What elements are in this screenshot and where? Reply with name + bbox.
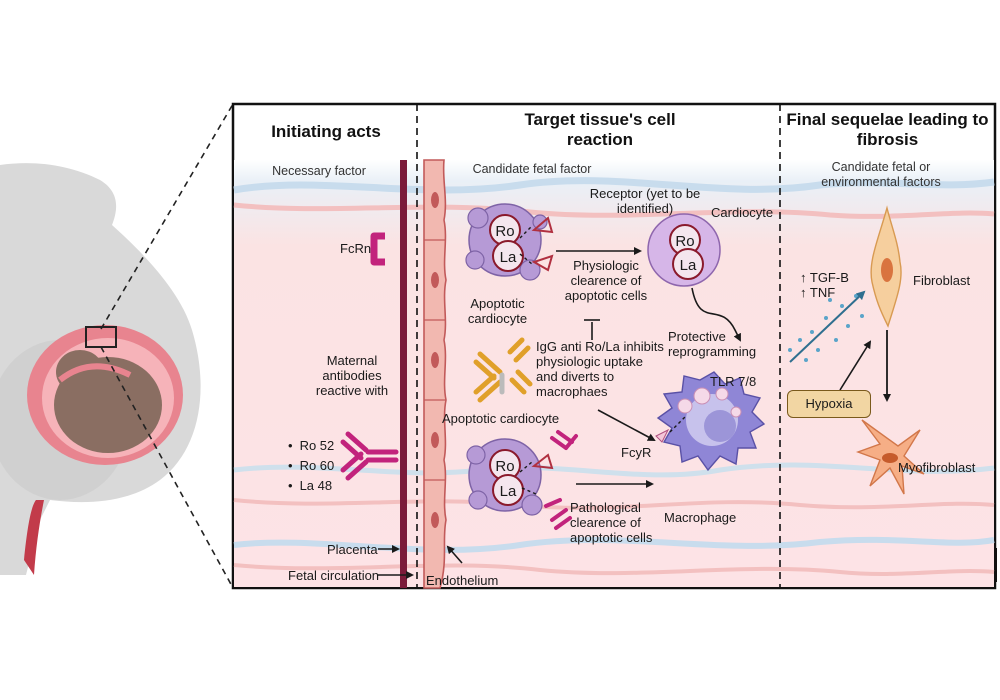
bound-antibodies-icon [544, 430, 578, 530]
label-tgf: ↑ TGF-B [800, 270, 849, 285]
ro-label-cardiocyte: Ro [675, 233, 694, 250]
ro-label-top: Ro [495, 223, 514, 240]
antigen-list: Ro 52 Ro 60 La 48 [288, 436, 335, 496]
ro-dashed-arrow-mid [519, 461, 533, 473]
placenta-bar [400, 160, 407, 588]
la-label-mid: La [500, 483, 517, 500]
label-fcrn: FcRn [340, 241, 372, 256]
label-fetal-circulation: Fetal circulation [288, 568, 380, 583]
fcyr-receptor-icon [655, 428, 670, 443]
antigen-item: Ro 60 [288, 456, 335, 476]
macrophage-cell [656, 371, 766, 472]
label-fcyr: FcyR [621, 445, 652, 460]
zoom-line-bottom [100, 346, 234, 589]
antigen-item: Ro 52 [288, 436, 335, 456]
igg-to-macrophage-arrow [597, 409, 656, 441]
protective-reprogramming-arrow [691, 287, 741, 342]
endothelium-arrow [446, 545, 463, 564]
label-maternal-antibodies: Maternal antibodies reactive with [315, 353, 389, 398]
header-target-tissue: Target tissue's cell reaction [524, 110, 676, 149]
label-pathological-clearence: Pathological clearence of apoptotic cell… [570, 500, 653, 545]
header-final-sequelae: Final sequelae leading to fibrosis [786, 110, 989, 149]
cytokine-arrow [789, 290, 866, 363]
la-dashed-arrow-mid [521, 487, 537, 495]
la-label-cardiocyte: La [680, 257, 697, 274]
subheader-necessary-factor: Necessary factor [272, 164, 366, 178]
fcyr-dashed-arrow [669, 415, 687, 433]
subheader-candidate-fetal: Candidate fetal factor [472, 162, 592, 176]
label-apoptotic-cardiocyte-mid: Apoptotic cardiocyte [442, 411, 560, 426]
header-initiating-acts: Initiating acts [271, 122, 381, 141]
apoptotic-cardiocyte-mid: Ro La [466, 438, 554, 516]
hypoxia-box: Hypoxia [787, 390, 871, 418]
maternal-antibody-icon [340, 431, 399, 481]
label-endothelium: Endothelium [426, 573, 499, 588]
la-dashed-arrow [519, 253, 533, 265]
igg-anti-ro-la-icon [473, 337, 533, 403]
label-tnf: ↑ TNF [800, 285, 836, 300]
label-tlr: TLR 7/8 [710, 374, 757, 389]
label-placenta: Placenta [327, 542, 378, 557]
cardiocyte-cell: Ro La [647, 213, 721, 287]
cytokine-dots [788, 294, 864, 362]
fcrn-receptor-icon [370, 232, 385, 266]
label-physiologic-clearence: Physiologic clearence of apoptotic cells [564, 258, 648, 303]
subheader-candidate-environmental: Candidate fetal or environmental factors [821, 160, 941, 189]
hypoxia-arrow [839, 340, 872, 391]
label-apoptotic-cardiocyte-top: Apoptotic cardiocyte [467, 296, 528, 326]
label-fibroblast: Fibroblast [913, 273, 971, 288]
label-receptor: Receptor (yet to be identified) [589, 186, 701, 216]
pregnant-body-illustration [0, 163, 201, 575]
ro-label-mid: Ro [495, 458, 514, 475]
endothelium-chain [423, 159, 447, 589]
antigen-item: La 48 [288, 476, 334, 496]
label-protective-reprogramming: Protective reprogramming [668, 329, 757, 359]
label-macrophage: Macrophage [664, 510, 737, 525]
label-igg: IgG anti Ro/La inhibits physiologic upta… [536, 339, 664, 399]
la-label-top: La [500, 249, 517, 266]
label-myofibroblast: Myofibroblast [898, 460, 976, 475]
label-cardiocyte: Cardiocyte [711, 205, 774, 220]
ro-dashed-arrow [519, 225, 533, 239]
fibroblast-cell [870, 205, 902, 328]
myofibroblast-cell [855, 419, 925, 495]
apoptotic-cardiocyte-top: Ro La [465, 203, 554, 281]
